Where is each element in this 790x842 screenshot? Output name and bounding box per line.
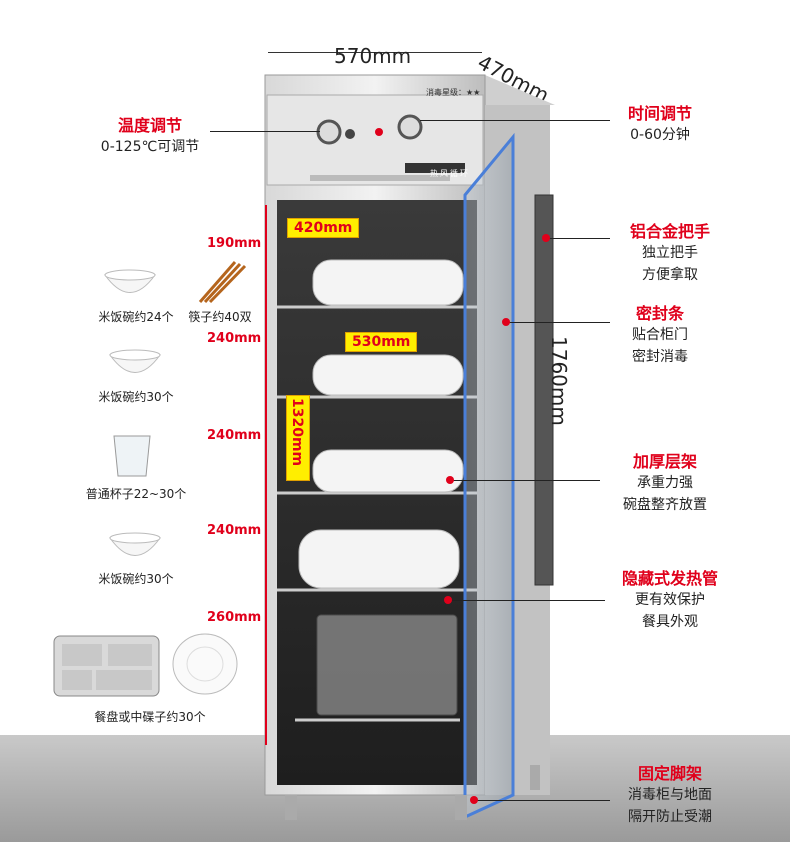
heater-leader-line: [450, 600, 605, 601]
inner-top-width-tag: 420mm: [287, 218, 360, 238]
bowl-icon: [109, 532, 161, 556]
shelf-gap-label: 260mm: [207, 610, 262, 625]
handle-callout: 铝合金把手 独立把手 方便拿取: [610, 218, 730, 286]
feet-leader-line: [476, 800, 610, 801]
shelf-leader-line: [452, 480, 600, 481]
shelf-gap-label: 240mm: [207, 331, 262, 346]
handle-marker: [542, 234, 550, 242]
capacity-label: 筷子约40双: [188, 310, 252, 324]
time-leader-line: [420, 120, 610, 121]
inner-height-tag: 1320mm: [286, 395, 310, 481]
heater-callout: 隐藏式发热管 更有效保护 餐具外观: [605, 565, 735, 633]
callout-title: 加厚层架: [632, 452, 697, 471]
seal-callout: 密封条 贴合柜门 密封消毒: [610, 300, 710, 368]
temp-sub: 0-125℃可调节: [100, 139, 200, 155]
shelf-gap-label: 240mm: [207, 428, 262, 443]
temp-title: 温度调节: [117, 116, 182, 135]
callout-line: 餐具外观: [642, 614, 698, 630]
bowl-icon: [104, 269, 156, 293]
heater-marker: [444, 596, 452, 604]
shelf-callout: 加厚层架 承重力强 碗盘整齐放置: [600, 448, 730, 516]
hot-air-strip: 热风循环: [430, 169, 470, 178]
time-callout: 时间调节 0-60分钟: [610, 100, 710, 146]
callout-line: 承重力强: [637, 475, 693, 491]
width-label: 570mm: [334, 44, 412, 68]
capacity-label: 米饭碗约24个: [98, 310, 174, 324]
callout-title: 铝合金把手: [629, 222, 710, 241]
capacity-label: 米饭碗约30个: [98, 572, 174, 586]
feet-callout: 固定脚架 消毒柜与地面 隔开防止受潮: [605, 760, 735, 828]
callout-line: 隔开防止受潮: [628, 809, 712, 825]
chopsticks-icon: [198, 261, 247, 304]
seal-leader-line: [508, 322, 610, 323]
shelf-gap-label: 240mm: [207, 523, 262, 538]
feet-marker: [470, 796, 478, 804]
shelf-gap-label: 190mm: [207, 236, 262, 251]
callout-title: 隐藏式发热管: [621, 569, 718, 588]
callout-line: 更有效保护: [635, 592, 705, 608]
callout-title: 固定脚架: [637, 764, 702, 783]
callout-line: 密封消毒: [632, 349, 688, 365]
cup-icon: [113, 435, 151, 477]
shelf-marker: [446, 476, 454, 484]
seal-marker: [502, 318, 510, 326]
callout-line: 方便拿取: [642, 267, 698, 283]
capacity-label: 普通杯子22~30个: [85, 487, 187, 501]
capacity-label: 米饭碗约30个: [98, 390, 174, 404]
shelf-gap-ruler: [265, 205, 267, 745]
width-dimension-line: [268, 52, 482, 53]
disinfection-cabinet: [264, 74, 555, 820]
callout-line: 独立把手: [642, 245, 698, 261]
capacity-label: 餐盘或中碟子约30个: [94, 710, 206, 724]
handle-leader-line: [548, 238, 610, 239]
callout-line: 贴合柜门: [632, 327, 688, 343]
callout-line: 消毒柜与地面: [628, 787, 712, 803]
bowl-icon: [109, 349, 161, 373]
star-rating-label: 消毒星级：★★: [426, 88, 481, 97]
callout-title: 时间调节: [627, 104, 692, 123]
callout-line: 0-60分钟: [630, 127, 690, 143]
height-label: 1760mm: [547, 336, 571, 426]
callout-line: 碗盘整齐放置: [623, 497, 707, 513]
temp-callout: 温度调节 0-125℃可调节: [90, 112, 210, 158]
temp-leader-line: [210, 131, 320, 132]
inner-width-tag: 530mm: [345, 332, 418, 352]
callout-title: 密封条: [635, 304, 684, 323]
tray-plate-icon: [53, 633, 238, 697]
